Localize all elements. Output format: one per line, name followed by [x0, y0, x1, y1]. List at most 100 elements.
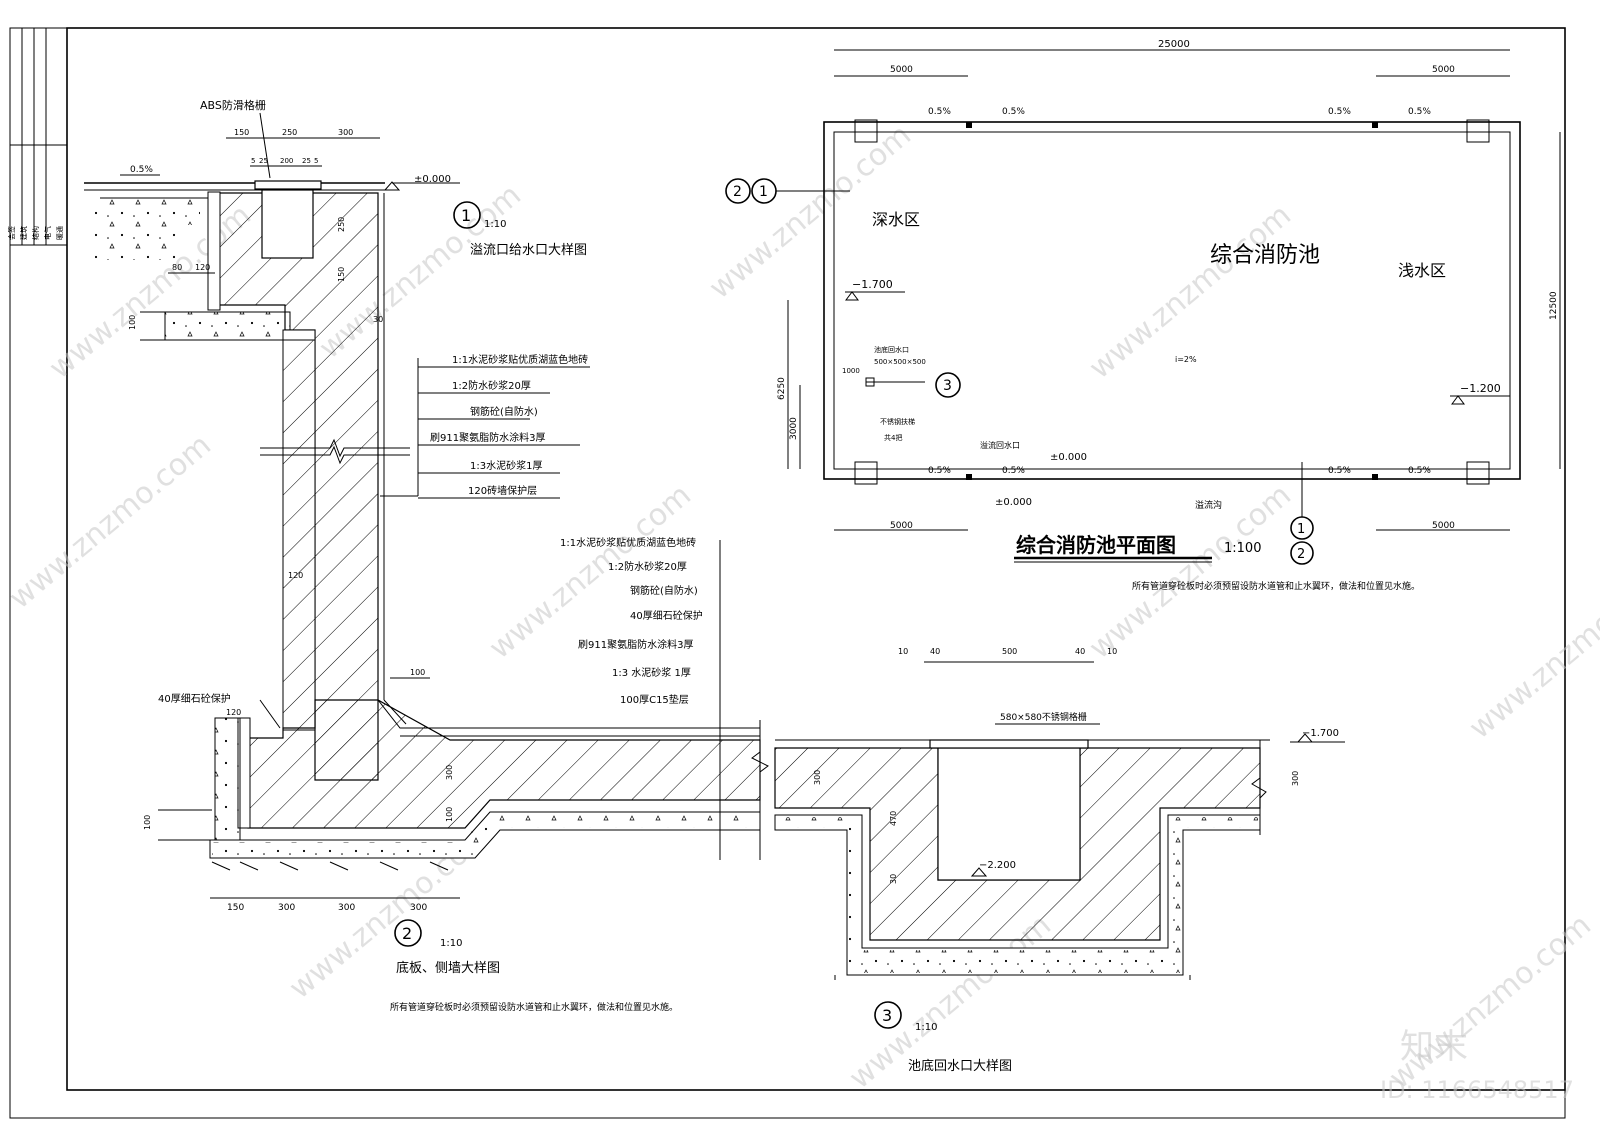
- plan-title: 综合消防池平面图: [1016, 533, 1176, 557]
- detail-3-drain: 580×580不锈钢格栅 10 40 500 40 10 −1.700 −2.2…: [774, 647, 1345, 1074]
- detail-title: 池底回水口大样图: [908, 1058, 1012, 1074]
- layer-label: 120砖墙保护层: [468, 484, 537, 497]
- detail-scale: 1:10: [440, 938, 462, 949]
- dim-text: 150: [337, 267, 346, 282]
- sheet-inner-frame: [66, 27, 1566, 1091]
- dim-text: 5000: [1432, 521, 1455, 531]
- detail-scale: 1:10: [484, 219, 506, 230]
- drain-size: 500×500×500: [874, 358, 926, 366]
- callout-circle: [725, 178, 751, 204]
- layer-label: 刷911聚氨脂防水涂料3厚: [430, 431, 545, 444]
- dim-text: 470: [889, 811, 898, 826]
- detail-number: 1: [461, 206, 471, 225]
- callout-number: 2: [733, 184, 742, 200]
- pool-name: 综合消防池: [1210, 243, 1320, 268]
- dim-text: 150: [227, 903, 244, 913]
- drain-mark: [966, 122, 972, 128]
- dim-text: 300: [338, 903, 355, 913]
- pool-plan: 25000 5000 5000 5000 5000 12500 6250 300…: [725, 39, 1561, 592]
- dim-text: 100: [128, 315, 137, 330]
- overflow-label: 溢流回水口: [980, 440, 1020, 450]
- dim-text: 300: [338, 128, 353, 137]
- dim-text: 500: [1002, 647, 1017, 656]
- dim-text: 25: [302, 157, 311, 165]
- dim-text: 300: [1291, 771, 1300, 786]
- dim-height: 12500: [1549, 291, 1559, 320]
- deep-zone-label: 深水区: [872, 210, 920, 229]
- layer-label: 钢筋砼(自防水): [470, 405, 538, 418]
- slope-label: i=2%: [1175, 355, 1197, 364]
- dim-total: 25000: [1158, 39, 1190, 50]
- callout-circle: [453, 201, 481, 229]
- dim-text: 10: [1107, 647, 1117, 656]
- layer-label: 1:2防水砂浆20厚: [608, 560, 687, 573]
- detail-scale: 1:10: [915, 1022, 937, 1033]
- level-label: ±0.000: [995, 497, 1032, 508]
- layer-label: 1:3 水泥砂浆 1厚: [612, 666, 691, 679]
- level-label: −1.200: [1460, 382, 1501, 395]
- detail-number: 3: [882, 1006, 892, 1025]
- plan-note: 所有管道穿砼板时必须预留设防水道管和止水翼环，做法和位置见水施。: [1132, 580, 1420, 592]
- level-label: −1.700: [1302, 728, 1339, 739]
- level-label: ±0.000: [414, 174, 451, 185]
- slope-label: 0.5%: [130, 165, 153, 175]
- layer-label: 40厚细石砼保护: [630, 609, 703, 622]
- title-block-cell: 会签: [7, 226, 16, 240]
- dim-text: 200: [280, 157, 293, 165]
- drain-label: 池底回水口: [874, 345, 909, 354]
- dim-text: 300: [410, 903, 427, 913]
- slope-label: 0.5%: [928, 107, 951, 117]
- watermark-text: www.znzmo.com: [3, 428, 218, 617]
- layer-callouts-2: 1:1水泥砂浆贴优质湖蓝色地砖 1:2防水砂浆20厚 钢筋砼(自防水) 40厚细…: [560, 536, 703, 706]
- dim-text: 250: [282, 128, 297, 137]
- dim-text: 120: [226, 708, 241, 717]
- title-block-cell: 结构: [31, 226, 40, 240]
- watermark-text: www.znzmo.com: [1463, 558, 1600, 747]
- grate-label: 580×580不锈钢格栅: [1000, 711, 1087, 723]
- level-label: −1.700: [852, 278, 893, 291]
- title-block-cell: 建筑: [19, 226, 28, 240]
- slope-label: 0.5%: [1408, 466, 1431, 476]
- callout-circle: [1290, 541, 1314, 565]
- slope-label: 0.5%: [1002, 466, 1025, 476]
- level-label: ±0.000: [1050, 452, 1087, 463]
- watermark-brand: 知末: [1400, 1027, 1468, 1067]
- dim-text: 10: [898, 647, 908, 656]
- dim-text: 100: [445, 807, 454, 822]
- gutter-label: 溢流沟: [1195, 499, 1222, 511]
- layer-label: 1:2防水砂浆20厚: [452, 379, 531, 392]
- dim-text: 300: [813, 770, 822, 785]
- title-block: 会签 建筑 结构 电气 暖通: [7, 28, 67, 246]
- detail-title: 溢流口给水口大样图: [470, 243, 587, 258]
- title-block-cell: 电气: [43, 226, 52, 240]
- ladder-label: 不锈钢扶梯: [880, 417, 915, 426]
- dim-text: 6250: [777, 377, 787, 400]
- dim-text: 5000: [890, 521, 913, 531]
- layer-label: 刷911聚氨脂防水涂料3厚: [578, 638, 693, 651]
- dim-text: 5: [314, 157, 318, 165]
- slope-label: 0.5%: [1408, 107, 1431, 117]
- callout-circle: [874, 1001, 902, 1029]
- left-protection-label: 40厚细石砼保护: [158, 692, 231, 705]
- callout-circle: [935, 372, 961, 398]
- dim-text: 5000: [890, 65, 913, 75]
- dim-text: 30: [889, 874, 898, 884]
- dim-text: 150: [234, 128, 249, 137]
- drain-mark: [966, 474, 972, 480]
- layer-label: 100厚C15垫层: [620, 693, 689, 706]
- detail-2-floor-wall: 40厚细石砼保护 120 100 100 300 100 150 300 300…: [143, 536, 769, 1013]
- slope-label: 0.5%: [1002, 107, 1025, 117]
- watermark-id: ID: 1166548517: [1380, 1076, 1574, 1104]
- callout-number: 1: [759, 184, 768, 200]
- dim-text: 120: [195, 263, 210, 272]
- dim-text: 5000: [1432, 65, 1455, 75]
- slope-label: 0.5%: [1328, 466, 1351, 476]
- dim-text: 80: [172, 263, 182, 272]
- dim-text: 300: [278, 903, 295, 913]
- callout-number: 1: [1297, 522, 1305, 537]
- callout-number: 3: [943, 378, 952, 394]
- drain-mark: [1372, 474, 1378, 480]
- dim-text: 1000: [842, 367, 860, 375]
- layer-label: 1:1水泥砂浆贴优质湖蓝色地砖: [452, 353, 588, 366]
